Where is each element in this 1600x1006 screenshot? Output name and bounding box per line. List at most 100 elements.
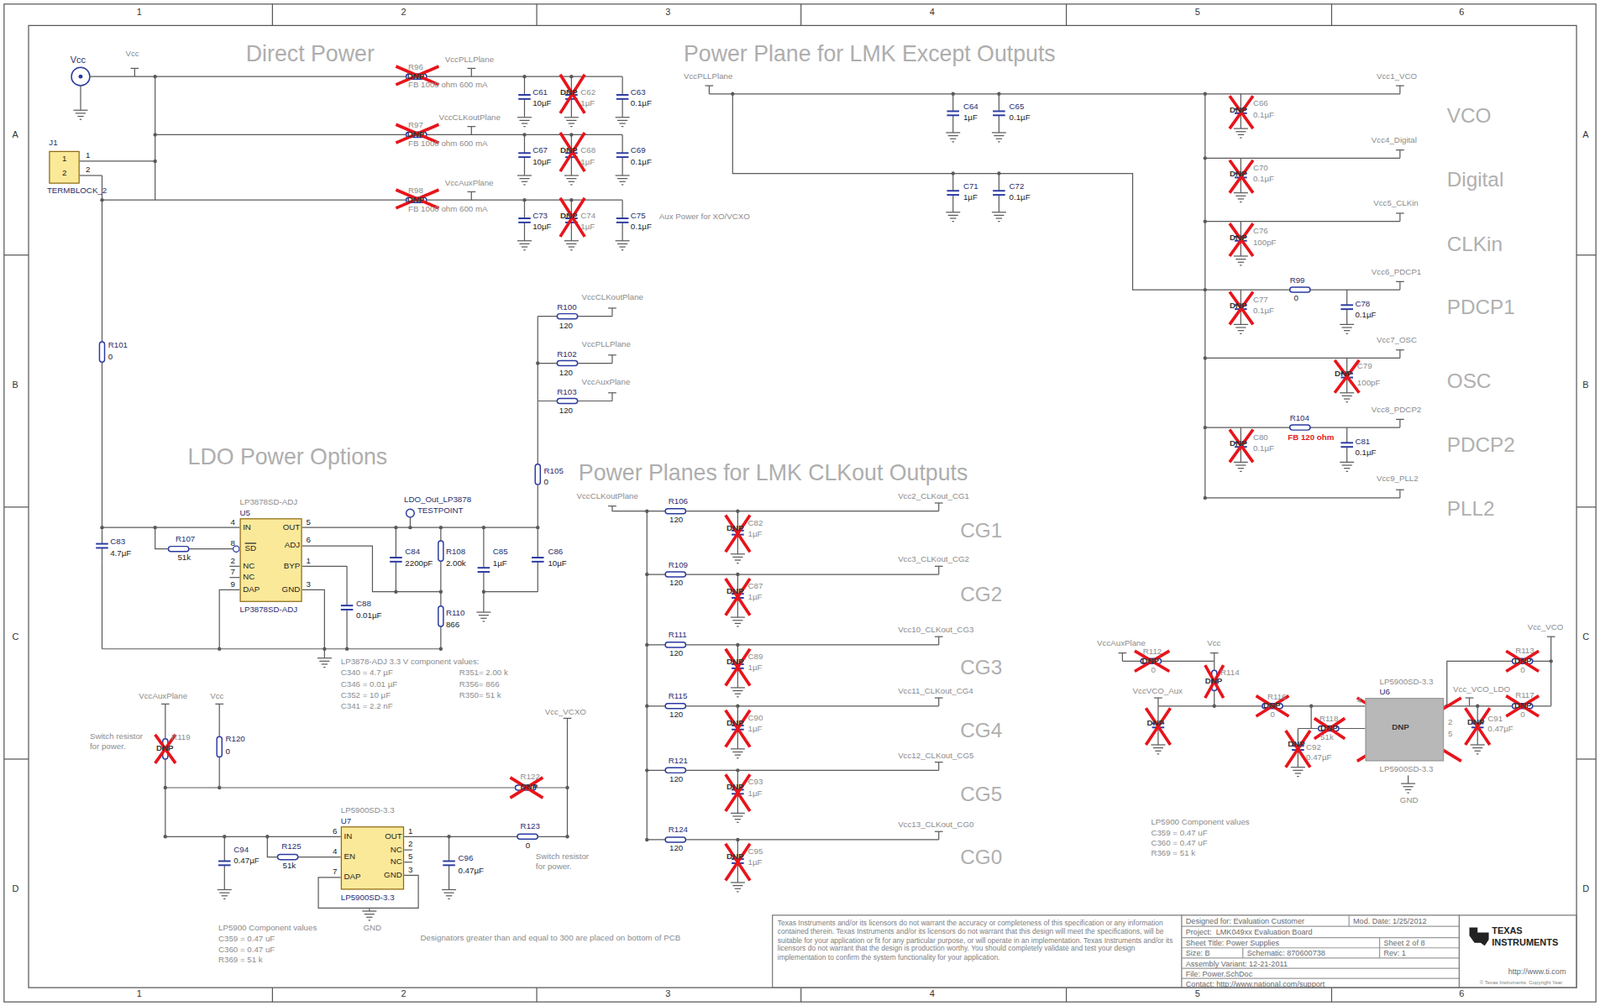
ground-symbol xyxy=(1472,747,1483,749)
designator: C75 xyxy=(630,212,646,221)
wire xyxy=(302,545,441,593)
dnp-mark: DNP xyxy=(560,212,578,221)
ground-symbol xyxy=(945,131,960,133)
designator: C72 xyxy=(1009,182,1025,191)
frame-reference: 3 xyxy=(665,8,671,18)
ground-symbol xyxy=(219,892,230,894)
net-port xyxy=(563,718,572,719)
net-label: C82 xyxy=(748,519,764,528)
junction-dot xyxy=(1203,219,1207,223)
ground-symbol xyxy=(734,754,741,756)
capacitor-symbol xyxy=(518,217,531,220)
net-port xyxy=(705,84,714,86)
wire xyxy=(566,726,568,837)
ground-symbol xyxy=(732,556,743,558)
wire xyxy=(1213,653,1215,662)
ground-symbol xyxy=(1238,467,1244,469)
net-label: for power. xyxy=(535,863,572,872)
ground-symbol xyxy=(736,891,739,892)
wire xyxy=(1399,419,1401,428)
dnp-cross xyxy=(725,710,751,748)
junction-dot xyxy=(1309,704,1313,709)
wire xyxy=(524,134,525,153)
ground-symbol xyxy=(445,895,452,897)
junction-dot xyxy=(1203,356,1207,360)
net-label: VccCLKoutPlane xyxy=(582,293,644,303)
wire xyxy=(302,589,326,649)
net-port xyxy=(1395,212,1405,214)
dnp-mark: DNP xyxy=(726,587,745,597)
net-label: Vcc5_CLKin xyxy=(1373,199,1418,209)
ground-symbol xyxy=(734,559,741,561)
component-value: 0.1µF xyxy=(1354,311,1376,320)
ground-symbol xyxy=(323,666,326,668)
net-label: LP5900 Component values xyxy=(1150,818,1249,827)
net-port xyxy=(466,125,476,127)
dnp-cross xyxy=(1229,223,1254,257)
wire xyxy=(646,705,939,707)
designator: R103 xyxy=(556,388,577,398)
ground-symbol xyxy=(321,663,328,665)
title-block-text: Size: B xyxy=(1185,949,1211,958)
junction-dot xyxy=(99,525,104,530)
net-label: LP3878-ADJ 3.3 V component values: xyxy=(340,658,480,667)
component-value: 120 xyxy=(559,407,573,416)
net-label: Vcc6_PDCP1 xyxy=(1371,268,1422,278)
pin-name: DAP xyxy=(242,585,260,594)
part-label: U7 xyxy=(340,817,352,826)
ground-symbol xyxy=(730,881,745,883)
designator: R106 xyxy=(668,498,688,507)
ground-symbol xyxy=(997,141,1000,142)
component-value: 51k xyxy=(283,862,297,871)
ic-symbol: LP5900SD-3.3U7INOUTENNCNCDAPGNDLP5900SD-… xyxy=(340,826,404,890)
wire xyxy=(165,786,568,788)
ground-symbol xyxy=(221,895,228,897)
ground-symbol xyxy=(368,919,371,921)
wire xyxy=(403,849,413,850)
junction-dot xyxy=(217,647,221,651)
title-block-text: http://www.ti.com xyxy=(1508,968,1567,976)
designator: C73 xyxy=(532,212,548,221)
frame-reference: B xyxy=(1582,380,1589,390)
designator: C67 xyxy=(532,146,548,156)
ground-symbol xyxy=(1238,330,1244,331)
ground-symbol xyxy=(1239,136,1242,138)
ground-symbol xyxy=(1235,195,1246,197)
capacitor-symbol xyxy=(518,98,531,100)
dnp-mark: DNP xyxy=(407,195,425,205)
designator: LDO_Out_LP3878 xyxy=(403,495,472,504)
net-label: VccAuxPlane xyxy=(582,378,631,388)
section-heading: Power Plane for LMK Except Outputs xyxy=(683,42,1056,66)
component-value: 10µF xyxy=(547,560,567,569)
net-label: R350= 51 k xyxy=(459,692,502,701)
wire xyxy=(448,865,450,890)
ground-symbol xyxy=(217,889,232,891)
wire xyxy=(79,174,103,176)
dnp-mark: DNP xyxy=(560,146,578,156)
junction-dot xyxy=(152,159,157,163)
wire xyxy=(1346,446,1348,462)
ground-symbol xyxy=(1235,464,1246,466)
dnp-cross xyxy=(1465,708,1490,745)
wire xyxy=(101,199,623,201)
rail-name: PDCP1 xyxy=(1447,297,1516,318)
wire xyxy=(524,99,525,118)
dnp-mark: DNP xyxy=(726,719,745,729)
power-port xyxy=(71,67,90,86)
component-value: 10µF xyxy=(532,157,551,167)
wire xyxy=(646,510,939,512)
net-label: LP5900 Component values xyxy=(218,924,317,934)
junction-dot xyxy=(1203,92,1207,96)
frame-reference: 2 xyxy=(400,8,406,18)
wire xyxy=(611,393,613,402)
resistor-symbol xyxy=(216,736,222,757)
net-port xyxy=(161,703,170,705)
net-label: Vcc12_CLKout_CG5 xyxy=(897,751,974,761)
wire xyxy=(1346,427,1348,443)
component-value: 0 xyxy=(1294,294,1299,304)
junction-dot xyxy=(393,590,398,594)
net-label: Vcc7_OSC xyxy=(1376,336,1417,346)
ground-symbol xyxy=(1400,783,1416,785)
net-port xyxy=(466,68,476,69)
frame-reference: 2 xyxy=(400,990,406,1000)
